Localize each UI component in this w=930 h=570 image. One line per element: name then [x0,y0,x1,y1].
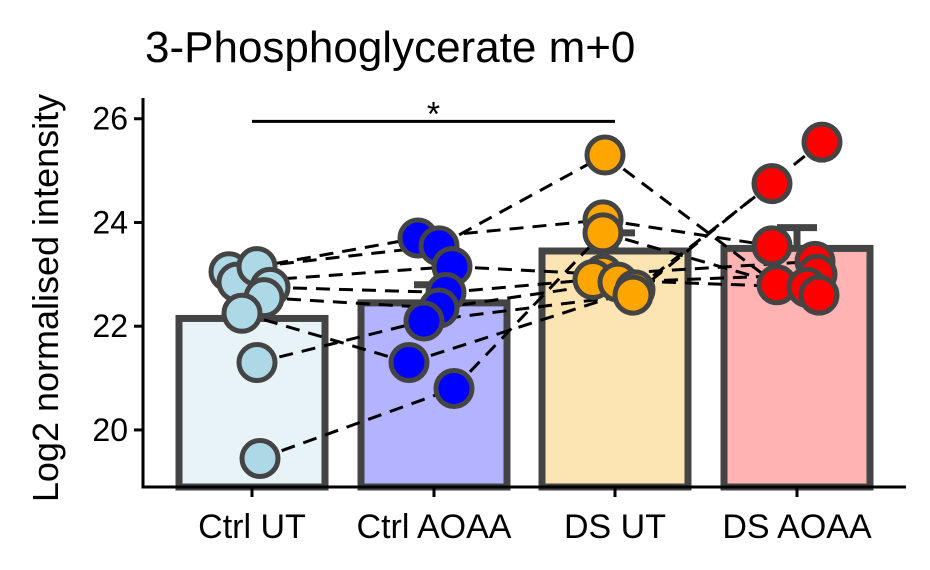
paired-line [269,285,447,294]
chart-title: 3-Phosphoglycerate m+0 [145,23,635,72]
paired-line [452,231,605,390]
y-tick-label: 26 [92,101,128,137]
x-tick-label: Ctrl UT [198,508,306,546]
data-point [403,300,445,342]
paired-line [408,288,636,364]
data-point [433,367,475,409]
paired-line [445,278,594,294]
data-point [221,292,263,334]
y-axis-label: Log2 normalised intensity [25,94,66,502]
data-point [612,274,654,316]
data-point [582,212,624,254]
data-point [751,163,793,205]
significance-label: * [427,95,440,133]
paired-line [632,140,823,297]
paired-line [256,244,440,269]
paired-line [604,153,778,286]
data-point [798,274,840,316]
y-tick-label: 24 [92,204,128,240]
paired-line [241,311,410,364]
data-point [751,225,793,267]
x-tick-label: DS AOAA [722,508,872,546]
paired-line [438,153,606,248]
paired-line [423,293,634,323]
x-tick-label: DS UT [564,508,666,546]
paired-line [602,218,773,248]
paired-line [259,387,455,460]
data-point [239,437,281,479]
y-tick-label: 22 [92,308,128,344]
data-point [584,134,626,176]
data-point [801,121,843,163]
data-point [388,342,430,384]
data-point [236,342,278,384]
y-tick-label: 20 [92,412,128,448]
x-tick-label: Ctrl AOAA [357,508,512,546]
paired-line [256,319,425,364]
